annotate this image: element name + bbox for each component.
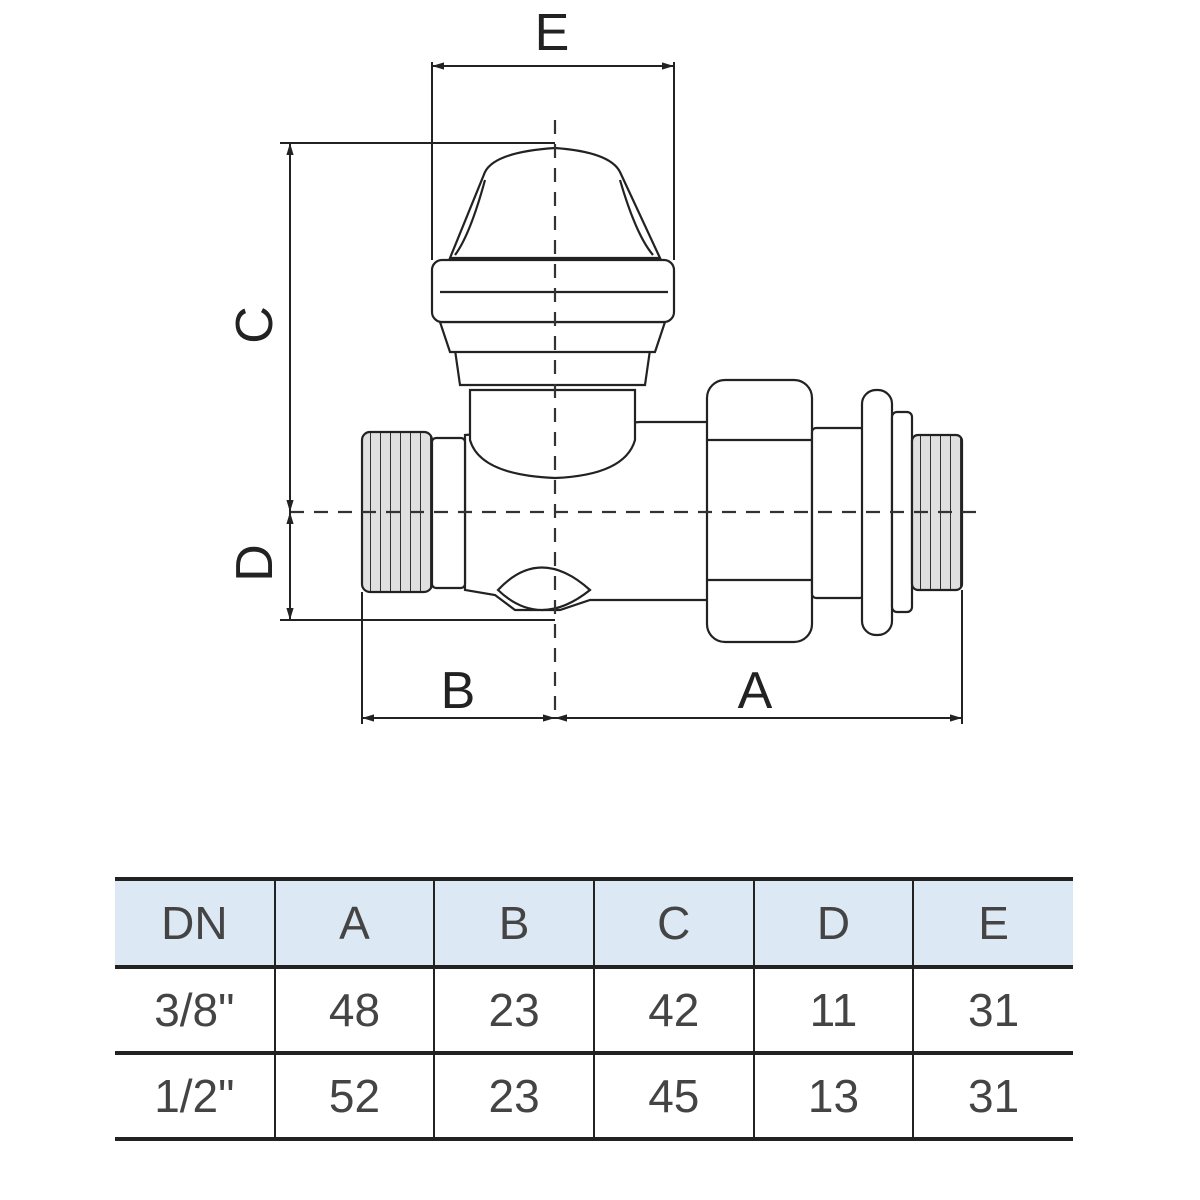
header-dn: DN: [115, 877, 275, 969]
label-C: C: [226, 306, 284, 344]
table-row: 3/8" 48 23 42 11 31: [115, 967, 1073, 1055]
cell-a: 48: [273, 967, 435, 1055]
cell-b: 23: [433, 967, 594, 1055]
cell-d: 11: [752, 967, 914, 1055]
table-header-row: DN A B C D E: [115, 877, 1073, 969]
label-D: D: [226, 544, 284, 582]
cell-e: 31: [912, 967, 1073, 1055]
label-B: B: [441, 662, 476, 720]
cell-a: 52: [273, 1053, 435, 1141]
label-A: A: [738, 662, 773, 720]
valve-body: [360, 146, 964, 644]
header-a: A: [273, 877, 435, 969]
header-d: D: [752, 877, 914, 969]
cell-d: 13: [752, 1053, 914, 1141]
dimension-lines: [280, 62, 963, 724]
header-c: C: [592, 877, 754, 969]
header-b: B: [433, 877, 594, 969]
label-E: E: [535, 4, 570, 62]
table-row: 1/2" 52 23 45 13 31: [115, 1053, 1073, 1141]
cell-b: 23: [433, 1053, 594, 1141]
cell-dn: 1/2": [115, 1053, 275, 1141]
cell-c: 45: [592, 1053, 754, 1141]
cell-c: 42: [592, 967, 754, 1055]
dimension-table: DN A B C D E 3/8" 48 23 42 11 31 1/2" 52…: [115, 877, 1073, 1141]
valve-dimension-drawing: E C D B A: [226, 4, 980, 724]
center-lines: [290, 120, 980, 720]
cell-e: 31: [912, 1053, 1073, 1141]
header-e: E: [912, 877, 1073, 969]
cell-dn: 3/8": [115, 967, 275, 1055]
